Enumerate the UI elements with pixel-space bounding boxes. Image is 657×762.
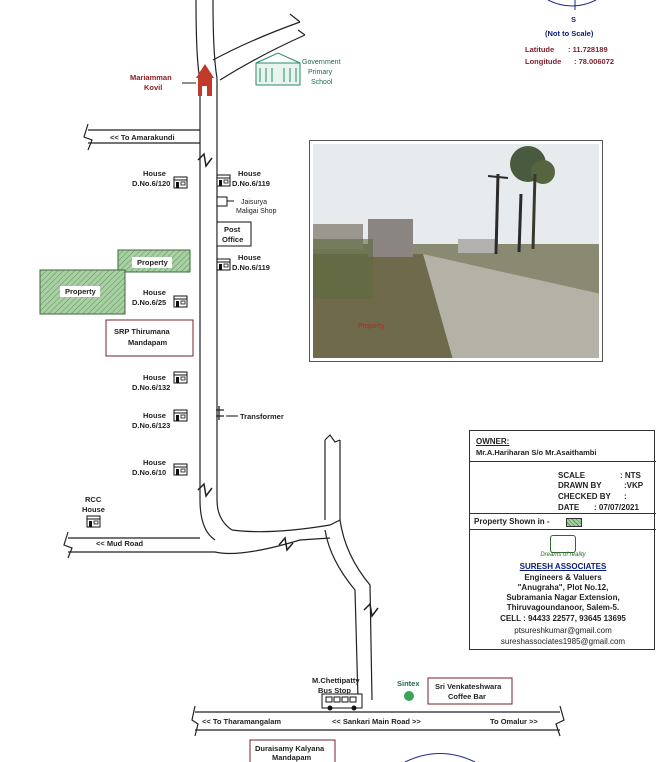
house-120-label-1: House bbox=[143, 169, 166, 178]
school-label-1: Government bbox=[302, 59, 341, 66]
house-132-label-2: D.No.6/132 bbox=[132, 383, 170, 392]
house-123-icon bbox=[173, 409, 188, 422]
srp-label-2: Mandapam bbox=[128, 338, 168, 347]
rcc-house-icon bbox=[86, 515, 101, 528]
house-119b-label-2: D.No.6/119 bbox=[232, 263, 270, 272]
post-office-label-2: Office bbox=[222, 235, 243, 244]
scale-label: SCALE bbox=[558, 471, 586, 480]
bus-stop-label-1: M.Chettipatty bbox=[312, 676, 360, 685]
house-123-label-2: D.No.6/123 bbox=[132, 421, 170, 430]
site-photograph: Property bbox=[309, 140, 603, 362]
company-logo bbox=[550, 535, 576, 553]
temple-icon bbox=[182, 64, 214, 96]
property-label-2: Property bbox=[65, 287, 97, 296]
kalyana-mandapam-box bbox=[249, 739, 336, 762]
company-tagline: Dreams of reality bbox=[540, 552, 586, 558]
shop-icon bbox=[216, 196, 228, 207]
shop-label-1: Jaisurya bbox=[241, 199, 267, 206]
shop-label-2: Maligai Shop bbox=[236, 208, 277, 215]
coffee-label-1: Sri Venkateshwara bbox=[435, 682, 502, 691]
drawn-value: :VKP bbox=[624, 481, 644, 490]
house-120-label-2: D.No.6/120 bbox=[132, 179, 170, 188]
post-office-box bbox=[216, 221, 252, 247]
house-25-label-2: D.No.6/25 bbox=[132, 298, 166, 307]
property-shown-label: Property Shown in - bbox=[474, 517, 550, 526]
house-10-icon bbox=[173, 463, 188, 476]
coffee-bar-box bbox=[427, 677, 513, 705]
scale-value: : NTS bbox=[620, 471, 641, 480]
compass: S (Not to Scale) bbox=[545, 0, 597, 38]
checked-label: CHECKED BY bbox=[558, 492, 611, 501]
kalyana-label-1: Duraisamy Kalyana bbox=[255, 744, 325, 753]
house-120-icon bbox=[173, 176, 188, 189]
sintex-label: Sintex bbox=[397, 679, 420, 688]
rcc-label-2: House bbox=[82, 505, 105, 514]
kalyana-label-2: Mandapam bbox=[272, 753, 312, 762]
seal-stamp bbox=[404, 753, 476, 762]
school-label-3: School bbox=[311, 79, 333, 86]
school-icon bbox=[255, 52, 301, 86]
coffee-label-2: Coffee Bar bbox=[448, 692, 486, 701]
longitude-label: Longitude bbox=[525, 57, 561, 66]
drawn-label: DRAWN BY bbox=[558, 481, 602, 490]
company-address-2: Subramania Nagar Extension, bbox=[506, 593, 620, 602]
scale-note: (Not to Scale) bbox=[545, 29, 594, 38]
date-value: : 07/07/2021 bbox=[594, 503, 639, 512]
property-legend-swatch bbox=[566, 518, 582, 527]
property-label-1: Property bbox=[137, 258, 169, 267]
house-119b-icon bbox=[216, 258, 231, 271]
company-role: Engineers & Valuers bbox=[524, 573, 602, 582]
rcc-label-1: RCC bbox=[85, 495, 102, 504]
temple-label-1: Mariamman bbox=[130, 73, 172, 82]
title-block: OWNER: Mr.A.Hariharan S/o Mr.Asaithambi … bbox=[469, 430, 656, 650]
bus-stop-label-2: Bus Stop bbox=[318, 686, 351, 695]
road-to-omalur: To Omalur >> bbox=[490, 717, 538, 726]
house-132-label-1: House bbox=[143, 373, 166, 382]
house-119a-label-2: D.No.6/119 bbox=[232, 179, 270, 188]
srp-mandapam-box bbox=[105, 319, 194, 357]
checked-value: : bbox=[624, 492, 627, 501]
latitude-label: Latitude bbox=[525, 45, 554, 54]
compass-letter: S bbox=[571, 15, 576, 24]
company-email-2: sureshassociates1985@gmail.com bbox=[500, 637, 626, 646]
longitude-value: : 78.006072 bbox=[574, 57, 614, 66]
house-25-label-1: House bbox=[143, 288, 166, 297]
owner-label: OWNER: bbox=[476, 437, 510, 446]
school-label-2: Primary bbox=[308, 69, 333, 76]
house-119b-label-1: House bbox=[238, 253, 261, 262]
house-119a-label-1: House bbox=[238, 169, 261, 178]
road-to-amarakundi: << To Amarakundi bbox=[110, 133, 175, 142]
post-office-label-1: Post bbox=[224, 225, 241, 234]
company-email-1: ptsureshkumar@gmail.com bbox=[514, 626, 612, 635]
house-123-label-1: House bbox=[143, 411, 166, 420]
date-label: DATE bbox=[558, 503, 580, 512]
bus-stop-icon bbox=[321, 693, 363, 711]
temple-label-2: Kovil bbox=[144, 83, 162, 92]
house-25-icon bbox=[173, 295, 188, 308]
house-132-icon bbox=[173, 371, 188, 384]
house-10-label-2: D.No.6/10 bbox=[132, 468, 166, 477]
srp-label-1: SRP Thirumana bbox=[114, 327, 171, 336]
company-address-3: Thiruvagoundanoor, Salem-5. bbox=[506, 603, 620, 612]
company-address-1: "Anugraha", Plot No.12, bbox=[517, 583, 609, 592]
house-119a-icon bbox=[216, 174, 231, 187]
road-mud: << Mud Road bbox=[96, 539, 144, 548]
owner-name: Mr.A.Hariharan S/o Mr.Asaithambi bbox=[476, 448, 597, 457]
coordinates: Latitude : 11.728189 Longitude : 78.0060… bbox=[525, 45, 614, 66]
company-name: SURESH ASSOCIATES bbox=[519, 562, 607, 571]
transformer-label: Transformer bbox=[240, 412, 284, 421]
photo-property-caption: Property bbox=[358, 323, 385, 330]
company-phone: CELL : 94433 22577, 93645 13695 bbox=[500, 614, 626, 623]
sintex-tank-icon bbox=[404, 691, 414, 701]
road-sankari: << Sankari Main Road >> bbox=[332, 717, 421, 726]
house-10-label-1: House bbox=[143, 458, 166, 467]
road-to-tharamangalam: << To Tharamangalam bbox=[202, 717, 281, 726]
latitude-value: : 11.728189 bbox=[568, 45, 608, 54]
